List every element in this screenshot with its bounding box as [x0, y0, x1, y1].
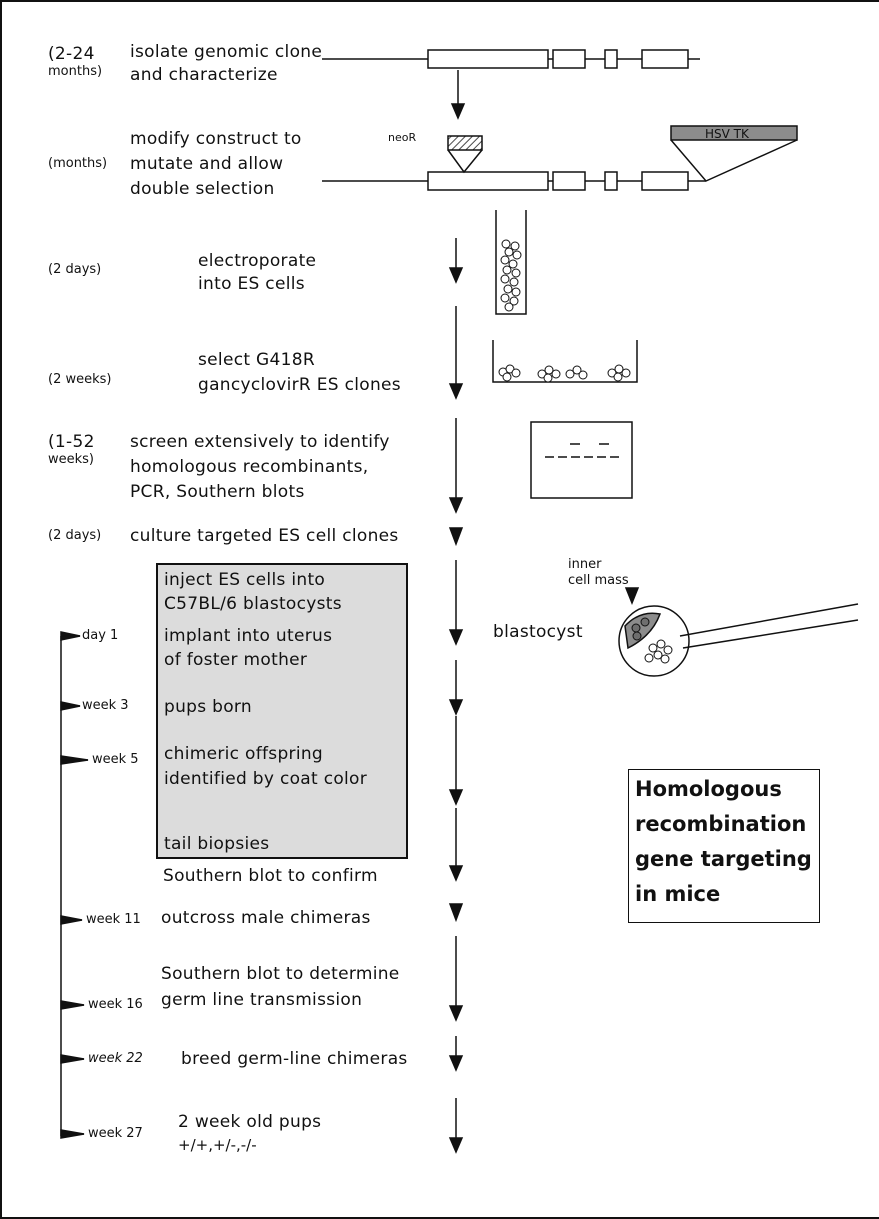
page-border-left — [0, 0, 2, 1219]
title-line1: Homologous — [635, 777, 782, 801]
step4-desc-line1: select G418R — [198, 350, 315, 370]
step5-time: (1-52 weeks) — [48, 432, 95, 467]
step5-desc: screen extensively to identify homologou… — [130, 432, 390, 502]
step4-desc: select G418R gancyclovirR ES clones — [198, 350, 401, 395]
timeline-week5: week 5 — [92, 752, 139, 767]
genomic-clone-map — [322, 49, 700, 69]
diagram-title-box: Homologous recombination gene targeting … — [628, 769, 820, 923]
breed-step: breed germ-line chimeras — [181, 1049, 408, 1069]
neo-label: neoR — [388, 131, 417, 144]
blastocyst-drawing — [618, 587, 859, 677]
timeline-week16: week 16 — [88, 997, 143, 1012]
title-line4: in mice — [635, 882, 721, 906]
timeline-week3: week 3 — [82, 698, 129, 713]
step4-time: (2 weeks) — [48, 372, 112, 387]
timeline-week27: week 27 — [88, 1126, 143, 1141]
inner-cell-mass-label: inner cell mass — [568, 557, 629, 588]
step1-time: (2-24 months) — [48, 44, 103, 79]
pups-step: pups born — [164, 697, 252, 717]
timeline-week22: week 22 — [88, 1051, 143, 1066]
southern-confirm-step: Southern blot to confirm — [163, 866, 378, 886]
es-cell-tube — [495, 210, 527, 315]
southern-blot-panel — [530, 421, 633, 499]
inject-step: inject ES cells into C57BL/6 blastocysts — [164, 570, 342, 614]
step3-desc: electroporate into ES cells — [198, 251, 317, 294]
step6-desc: culture targeted ES cell clones — [130, 526, 399, 546]
step2-time: (months) — [48, 156, 108, 171]
timeline-day1: day 1 — [82, 628, 119, 643]
blastocyst-label: blastocyst — [493, 622, 583, 642]
title-line3: gene targeting — [635, 847, 812, 871]
main-flow-arrows — [448, 238, 464, 1154]
germline-step: Southern blot to determine germ line tra… — [161, 964, 400, 1010]
step2-desc: modify construct to mutate and allow dou… — [130, 129, 302, 199]
implant-step: implant into uterus of foster mother — [164, 626, 333, 670]
title-line2: recombination — [635, 812, 807, 836]
culture-dish — [492, 340, 638, 383]
hsv-tk-label: HSV TK — [705, 127, 750, 141]
timeline-week11: week 11 — [86, 912, 141, 927]
chimeric-step: chimeric offspring identified by coat co… — [164, 744, 368, 789]
page-border-bottom — [0, 1217, 879, 1219]
page-border-top — [0, 0, 879, 2]
outcross-step: outcross male chimeras — [161, 908, 371, 928]
pups-old-step: 2 week old pups +/+,+/-,-/- — [178, 1112, 322, 1154]
in-vivo-steps-box — [156, 563, 408, 859]
tail-step: tail biopsies — [164, 834, 270, 854]
step3-time: (2 days) — [48, 262, 102, 277]
step6-time: (2 days) — [48, 528, 102, 543]
step1-desc: isolate genomic clone and characterize — [130, 42, 323, 85]
clone-arrow — [450, 70, 466, 120]
